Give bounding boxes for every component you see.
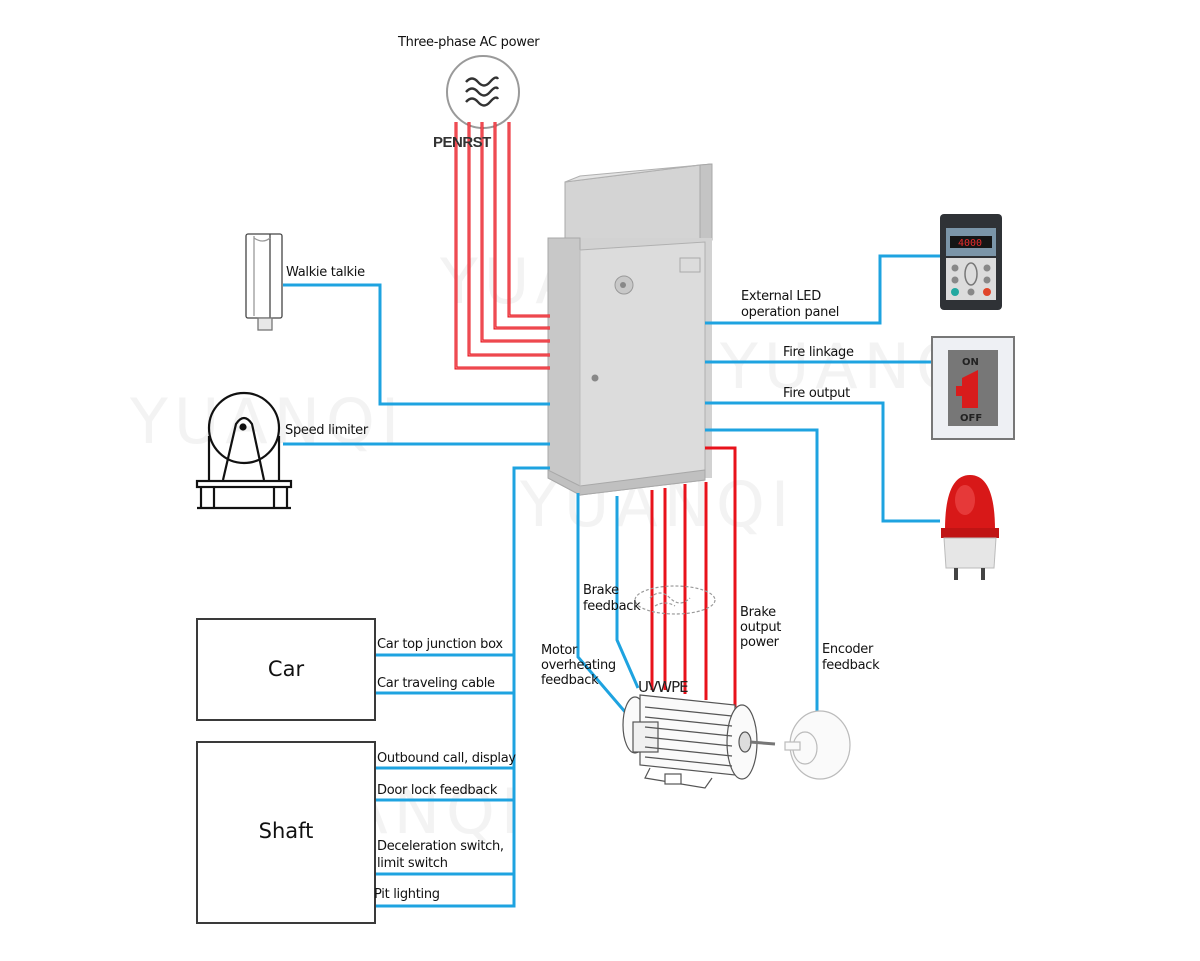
motor-overheating-label-2: overheating: [541, 658, 616, 673]
fire-linkage-label: Fire linkage: [783, 345, 854, 360]
led-panel-label-line1: External LED: [741, 289, 821, 304]
control-cabinet-icon: [547, 163, 713, 496]
car-connection-label: Car traveling cable: [377, 676, 495, 691]
shaft-connection-label: limit switch: [377, 856, 448, 871]
ac-power-label: Three-phase AC power: [398, 35, 540, 50]
encoder-feedback-label-1: Encoder: [822, 642, 874, 657]
motor-overheating-label-1: Motor: [541, 643, 578, 658]
warning-beacon-icon: [941, 475, 999, 580]
ac-power-icon: [446, 55, 520, 129]
led-keypad-icon: 4000: [940, 214, 1002, 310]
encoder-feedback-label-2: feedback: [822, 658, 880, 673]
intercom-handset-icon: [245, 233, 283, 331]
car-connection-label: Car top junction box: [377, 637, 503, 652]
brake-output-label-3: power: [740, 635, 779, 650]
shaft-connection-label: Outbound call, display: [377, 751, 516, 766]
traction-motor-icon: [622, 694, 776, 789]
encoder-icon: [784, 710, 851, 780]
brake-output-label-1: Brake: [740, 605, 776, 620]
shaft-box-title: Shaft: [258, 819, 314, 843]
brake-output-label-2: output: [740, 620, 782, 635]
walkie-talkie-label: Walkie talkie: [286, 265, 365, 280]
led-panel-label-line2: operation panel: [741, 305, 840, 320]
brake-feedback-label-2: feedback: [583, 599, 641, 614]
motor-overheating-label-3: feedback: [541, 673, 599, 688]
brake-coil-icon: [634, 585, 716, 615]
car-box-title: Car: [267, 657, 305, 681]
shaft-connection-label: Deceleration switch,: [377, 839, 504, 854]
power-input-wires: [454, 122, 550, 370]
shaft-box: Shaft: [196, 741, 376, 924]
shaft-connection-label: Pit lighting: [374, 887, 440, 902]
car-box: Car: [196, 618, 376, 721]
speed-limiter-label: Speed limiter: [285, 423, 368, 438]
switch-off-label: OFF: [960, 413, 982, 424]
fire-output-label: Fire output: [783, 386, 850, 401]
shaft-connection-label: Door lock feedback: [377, 783, 498, 798]
brake-feedback-label-1: Brake: [583, 583, 619, 598]
fire-switch-icon: ON OFF: [931, 336, 1015, 440]
switch-on-label: ON: [962, 357, 979, 368]
led-display-value: 4000: [958, 238, 982, 249]
motor-phase-labels: UVWPE: [638, 678, 689, 696]
signal-wires: [283, 254, 940, 908]
ac-terminal-labels: PENRST: [433, 134, 491, 151]
motor-power-wires: [650, 446, 737, 707]
speed-governor-icon: [195, 391, 293, 510]
